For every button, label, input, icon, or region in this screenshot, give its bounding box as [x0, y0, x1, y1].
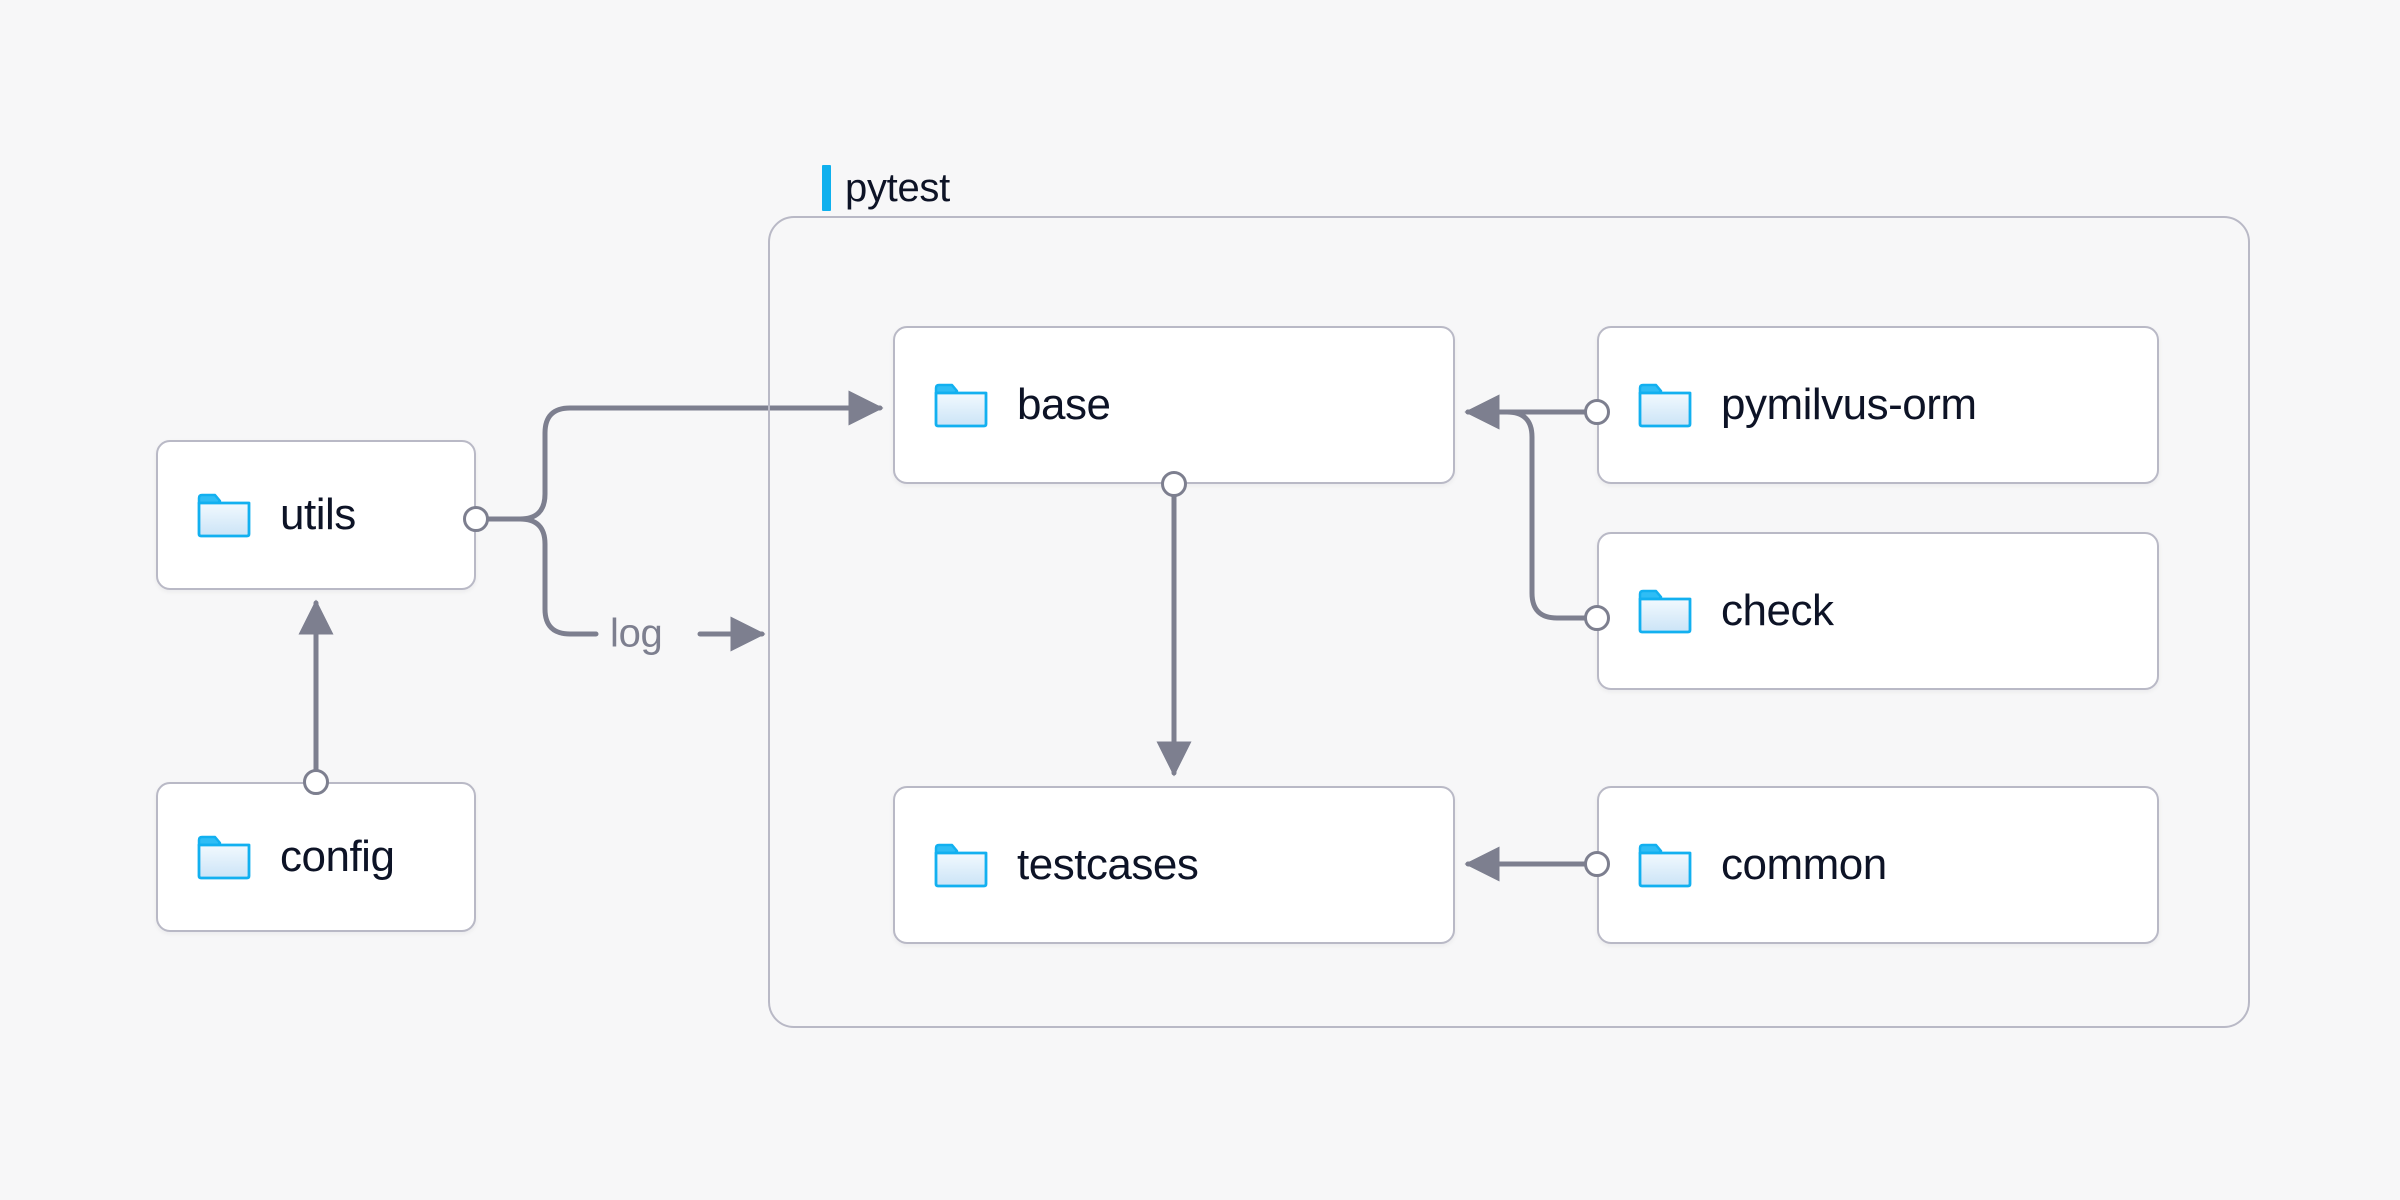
node-pymilvus-orm-label: pymilvus-orm [1721, 380, 1977, 429]
port-config-top[interactable] [303, 769, 329, 795]
node-utils-label: utils [280, 490, 356, 539]
node-testcases[interactable]: testcases [893, 786, 1455, 944]
port-base-bottom[interactable] [1161, 471, 1187, 497]
node-config[interactable]: config [156, 782, 476, 932]
node-testcases-label: testcases [1017, 840, 1199, 889]
port-utils-right[interactable] [463, 506, 489, 532]
folder-icon [1638, 589, 1692, 634]
vertical-bar-accent-icon [822, 165, 831, 211]
pytest-group-container[interactable] [768, 216, 2250, 1028]
node-check-label: check [1721, 586, 1834, 635]
node-common[interactable]: common [1597, 786, 2159, 944]
node-base[interactable]: base [893, 326, 1455, 484]
port-pymilvus-orm-left[interactable] [1584, 399, 1610, 425]
folder-icon [1638, 383, 1692, 428]
pytest-group-label: pytest [812, 160, 964, 216]
node-check[interactable]: check [1597, 532, 2159, 690]
folder-icon [197, 493, 251, 538]
folder-icon [1638, 843, 1692, 888]
folder-icon [934, 843, 988, 888]
edge-utils-to-log [517, 516, 599, 637]
node-config-label: config [280, 832, 395, 881]
node-base-label: base [1017, 380, 1111, 429]
node-pymilvus-orm[interactable]: pymilvus-orm [1597, 326, 2159, 484]
folder-icon [934, 383, 988, 428]
port-check-left[interactable] [1584, 605, 1610, 631]
node-common-label: common [1721, 840, 1887, 889]
edge-label-log: log [604, 611, 669, 657]
folder-icon [197, 835, 251, 880]
node-utils[interactable]: utils [156, 440, 476, 590]
pytest-group-title: pytest [845, 165, 950, 210]
port-common-left[interactable] [1584, 851, 1610, 877]
